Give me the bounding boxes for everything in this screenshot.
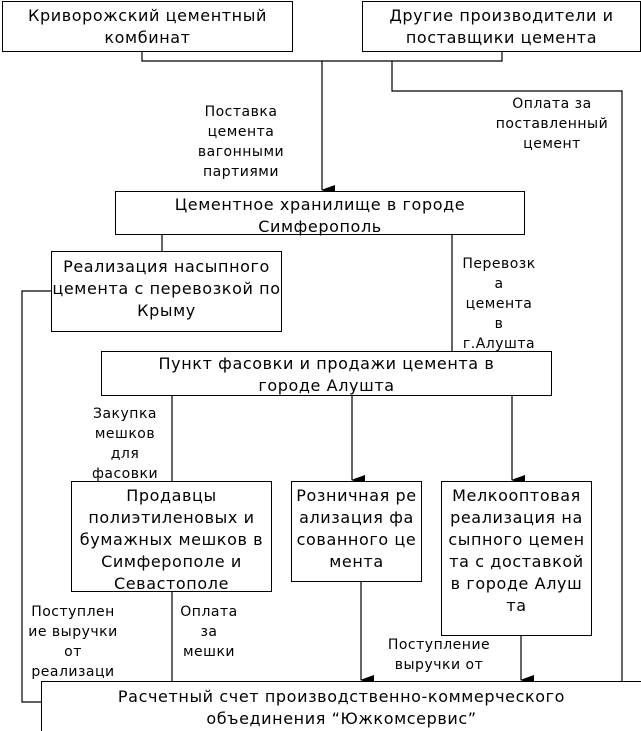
line-revenue-left xyxy=(21,290,52,703)
label-revenue-left: Поступлен ие выручки от реализаци и xyxy=(28,604,118,700)
node-cement-storage: Цементное хранилище в городе Симферополь xyxy=(115,191,525,236)
node-packing-point-alushta: Пункт фасовки и продажи цемента в городе… xyxy=(101,351,552,396)
label-buy-bags: Закупка мешков для фасовки xyxy=(91,406,159,482)
node-settlement-account: Расчетный счет производственно-коммерчес… xyxy=(41,681,641,731)
node-krivoy-rog-plant: Криворожский цементный комбинат xyxy=(2,1,293,52)
line-krivoy-rog-bus xyxy=(141,51,322,62)
node-bulk-sales-crimea: Реализация насыпного цемента с перевозко… xyxy=(51,251,282,332)
node-bag-sellers: Продавцы полиэтиленовых и бумажных мешко… xyxy=(71,481,272,593)
label-supply: Поставка цемента вагонными партиями xyxy=(197,104,285,180)
node-small-wholesale: Мелкооптовая реализация насыпного цемент… xyxy=(441,481,592,636)
label-pay-bags: Оплата за мешки xyxy=(180,604,238,660)
label-transport-alushta: Перевозк а цемента в г.Алушта xyxy=(462,256,536,352)
line-other-bus xyxy=(322,51,503,62)
label-payment-cement: Оплата за поставленный цемент xyxy=(495,96,609,152)
node-retail-sales: Розничная реализация фасованного цемента xyxy=(291,481,422,582)
line-payment-cement xyxy=(391,61,623,682)
node-other-suppliers: Другие производители и поставщики цемент… xyxy=(362,1,641,52)
